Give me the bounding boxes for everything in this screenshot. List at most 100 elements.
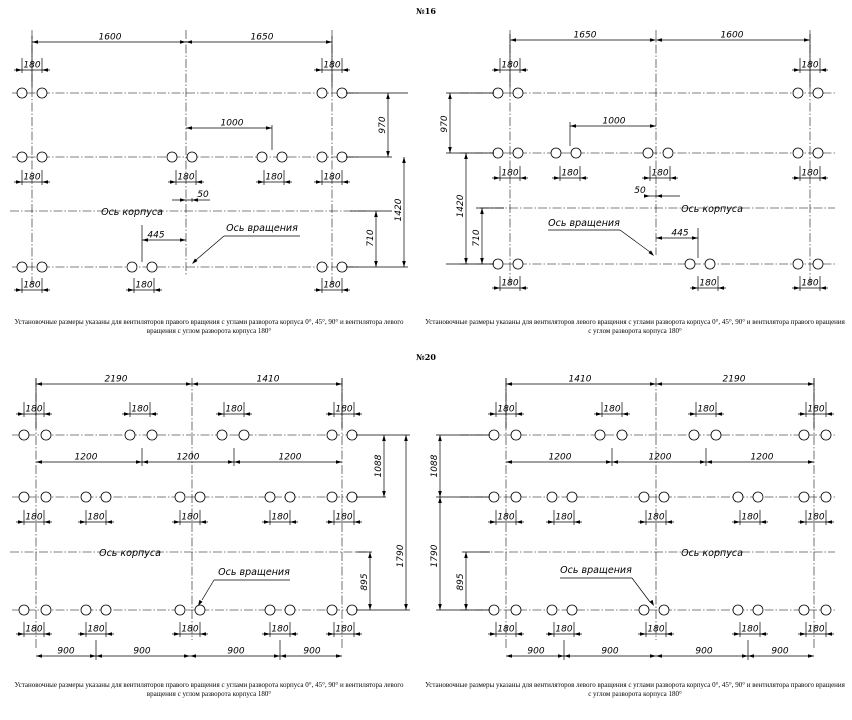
mounting-hole bbox=[326, 429, 338, 441]
dimension-value: 900 bbox=[133, 647, 150, 657]
dimension-value: 180 bbox=[801, 61, 818, 71]
mounting-hole bbox=[798, 429, 810, 441]
mounting-hole bbox=[80, 491, 92, 503]
dimension-value: 50 bbox=[634, 186, 646, 196]
dimension-arrow bbox=[342, 180, 348, 184]
dimension-arrow bbox=[16, 288, 22, 292]
dimension-arrow bbox=[90, 654, 96, 658]
dimension-arrow bbox=[734, 520, 740, 524]
dimension-value: 900 bbox=[695, 647, 712, 657]
dimension-arrow bbox=[142, 238, 148, 242]
dimension-arrow bbox=[490, 412, 496, 416]
mounting-hole bbox=[16, 87, 28, 99]
mounting-hole bbox=[752, 604, 764, 616]
dimension-arrow bbox=[106, 520, 112, 524]
mounting-hole bbox=[792, 87, 804, 99]
dimension-arrow bbox=[506, 654, 512, 658]
dimension-arrow bbox=[368, 552, 372, 558]
dimension-arrow bbox=[826, 520, 832, 524]
dimension-arrow bbox=[228, 460, 234, 464]
dimension-arrow bbox=[558, 654, 564, 658]
dimension-value: 180 bbox=[23, 281, 40, 291]
dimension-arrow bbox=[480, 208, 484, 214]
dimension-arrow bbox=[244, 412, 250, 416]
mounting-hole bbox=[36, 261, 48, 273]
dimension-arrow bbox=[516, 412, 522, 416]
dimension-value: 180 bbox=[497, 625, 514, 635]
mounting-hole bbox=[100, 604, 112, 616]
dimension-arrow bbox=[382, 435, 386, 441]
mounting-hole bbox=[174, 491, 186, 503]
dimension-value: 180 bbox=[23, 61, 40, 71]
mounting-hole bbox=[812, 147, 824, 159]
dimension-arrow bbox=[506, 382, 512, 386]
dimension-value: 180 bbox=[699, 279, 716, 289]
dimension-arrow bbox=[520, 176, 526, 180]
mounting-hole bbox=[710, 429, 722, 441]
dimension-arrow bbox=[186, 126, 192, 130]
rotation-axis-label: Ось вращения bbox=[226, 223, 298, 234]
mounting-hole bbox=[616, 429, 628, 441]
mounting-hole bbox=[316, 261, 328, 273]
dimension-arrow bbox=[580, 176, 586, 180]
dimension-arrow bbox=[464, 153, 468, 159]
dimension-arrow bbox=[644, 194, 650, 198]
mounting-hole bbox=[336, 261, 348, 273]
mounting-hole bbox=[688, 429, 700, 441]
dimension-arrow bbox=[656, 382, 662, 386]
dimension-arrow bbox=[264, 520, 270, 524]
dimension-value: 1600 bbox=[99, 33, 122, 43]
dimension-value: 2190 bbox=[723, 375, 746, 385]
dimension-value: 1600 bbox=[721, 31, 744, 41]
dimension-arrow bbox=[402, 157, 406, 163]
dimension-arrow bbox=[42, 288, 48, 292]
dimension-arrow bbox=[200, 632, 206, 636]
dimension-value: 180 bbox=[561, 169, 578, 179]
dimension-arrow bbox=[716, 412, 722, 416]
dimension-arrow bbox=[564, 654, 570, 658]
dimension-arrow bbox=[794, 68, 800, 72]
dimension-arrow bbox=[374, 261, 378, 267]
mounting-hole bbox=[566, 604, 578, 616]
dimension-arrow bbox=[18, 520, 24, 524]
dimension-arrow bbox=[80, 632, 86, 636]
dimension-value: 1650 bbox=[251, 33, 274, 43]
mounting-hole bbox=[326, 491, 338, 503]
dimension-arrow bbox=[170, 180, 176, 184]
mounting-hole bbox=[174, 604, 186, 616]
dimension-arrow bbox=[606, 460, 612, 464]
dimension-value: 180 bbox=[181, 513, 198, 523]
dimension-arrow bbox=[760, 520, 766, 524]
mounting-hole bbox=[238, 429, 250, 441]
dimension-value: 180 bbox=[807, 513, 824, 523]
dimension-arrow bbox=[438, 435, 442, 441]
dimension-value: 1790 bbox=[396, 544, 406, 567]
dimension-arrow bbox=[548, 632, 554, 636]
dimension-arrow bbox=[354, 632, 360, 636]
dimension-value: 50 bbox=[197, 190, 209, 200]
leader-line bbox=[201, 579, 215, 601]
mounting-hole bbox=[732, 604, 744, 616]
mounting-hole bbox=[36, 151, 48, 163]
mounting-hole bbox=[40, 491, 52, 503]
dimension-arrow bbox=[794, 286, 800, 290]
dimension-arrow bbox=[42, 180, 48, 184]
dimension-arrow bbox=[274, 654, 280, 658]
dimension-value: 1200 bbox=[649, 453, 672, 463]
dimension-arrow bbox=[186, 40, 192, 44]
dimension-value: 1200 bbox=[549, 453, 572, 463]
dimension-arrow bbox=[36, 382, 42, 386]
leader-line bbox=[195, 235, 225, 261]
leader-line bbox=[619, 229, 651, 253]
dimension-arrow bbox=[192, 382, 198, 386]
dimension-arrow bbox=[656, 194, 662, 198]
dimension-arrow bbox=[404, 604, 408, 610]
dimension-arrow bbox=[336, 460, 342, 464]
dimension-value: 900 bbox=[527, 647, 544, 657]
dimension-arrow bbox=[36, 460, 42, 464]
rotation-axis-label: Ось вращения bbox=[560, 565, 632, 576]
mounting-hole bbox=[510, 429, 522, 441]
dimension-arrow bbox=[192, 258, 198, 264]
dimension-arrow bbox=[438, 604, 442, 610]
mounting-hole bbox=[512, 87, 524, 99]
